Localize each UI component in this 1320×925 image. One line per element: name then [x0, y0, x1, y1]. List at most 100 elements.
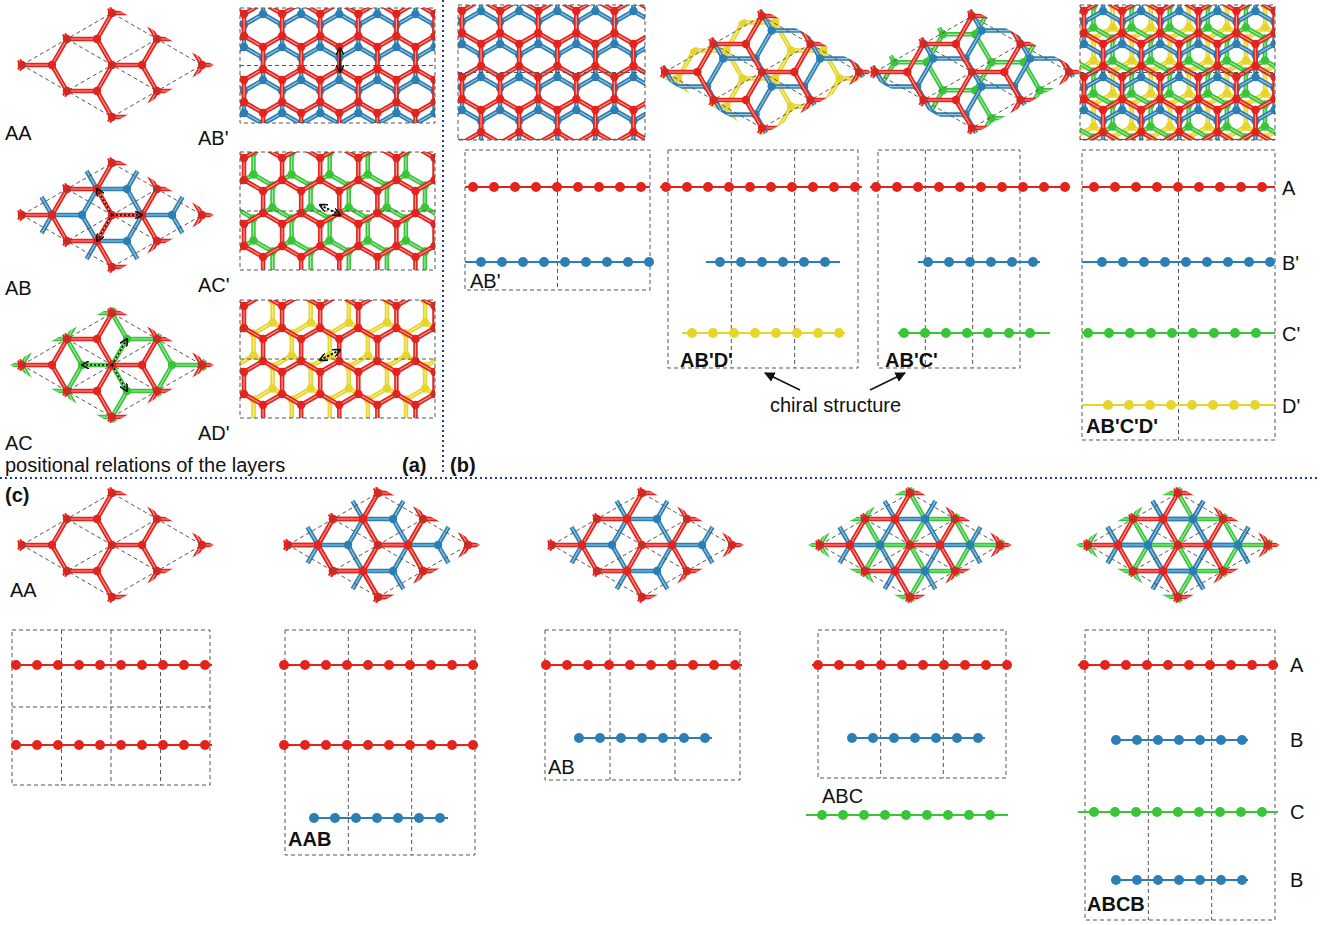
- atom: [430, 302, 435, 310]
- atom: [364, 170, 372, 178]
- bond-highlight: [97, 117, 112, 143]
- atom: [18, 263, 26, 271]
- atom: [108, 159, 116, 167]
- bond-highlight: [7, 339, 22, 365]
- bond-highlight: [52, 417, 67, 443]
- top-view: [0, 261, 247, 469]
- bond-highlight: [0, 215, 7, 241]
- atom: [183, 87, 191, 95]
- atom: [138, 113, 146, 121]
- bond-highlight: [172, 163, 187, 189]
- bond: [187, 91, 202, 117]
- bond-highlight: [67, 90, 97, 91]
- bond-highlight: [82, 364, 112, 365]
- bond-highlight: [82, 293, 97, 319]
- bond: [82, 267, 97, 293]
- atom: [373, 76, 381, 84]
- bond: [7, 39, 22, 65]
- bond-highlight: [52, 13, 67, 39]
- bond: [97, 137, 112, 163]
- atom: [287, 170, 295, 178]
- bond-highlight: [187, 313, 202, 339]
- bond: [7, 215, 22, 241]
- bond: [172, 311, 202, 316]
- bond-highlight: [127, 338, 157, 339]
- atom: [316, 109, 324, 117]
- bond-highlight: [157, 442, 187, 443]
- atom: [123, 289, 131, 297]
- atom: [3, 387, 11, 395]
- atom: [3, 35, 11, 43]
- atom: [138, 159, 146, 167]
- bond: [157, 239, 187, 244]
- atom: [63, 439, 71, 447]
- atom: [93, 87, 101, 95]
- bond-highlight: [97, 240, 127, 241]
- atom: [297, 401, 305, 409]
- bond-highlight: [127, 137, 142, 163]
- atom: [316, 32, 324, 40]
- bond: [172, 267, 187, 293]
- bond: [7, 0, 22, 13]
- atom: [183, 289, 191, 297]
- atom: [259, 65, 267, 73]
- bond: [52, 111, 67, 137]
- atom: [228, 61, 236, 69]
- bond: [202, 213, 232, 218]
- atom: [78, 263, 86, 271]
- bond: [0, 415, 22, 420]
- bond-highlight: [217, 293, 232, 319]
- atom: [63, 139, 71, 147]
- bond-highlight: [142, 261, 157, 287]
- bond: [52, 13, 67, 39]
- bond: [142, 293, 157, 319]
- atom: [278, 302, 286, 310]
- bond-highlight: [37, 267, 52, 293]
- unit-cell: [22, 313, 202, 417]
- bond: [37, 111, 52, 137]
- atom: [48, 211, 56, 219]
- atom: [198, 413, 206, 421]
- atom: [138, 61, 146, 69]
- atom: [402, 236, 410, 244]
- atom: [228, 9, 236, 17]
- atom: [430, 43, 435, 51]
- bond-highlight: [127, 241, 142, 267]
- bond-highlight: [7, 65, 22, 91]
- atom: [430, 32, 435, 40]
- bond: [22, 11, 52, 16]
- atom: [402, 170, 410, 178]
- bond-highlight: [67, 390, 97, 391]
- bond-highlight: [172, 111, 187, 137]
- bond: [82, 189, 97, 215]
- bond-highlight: [0, 163, 7, 189]
- atom: [123, 283, 131, 291]
- bond: [0, 241, 7, 267]
- bond-highlight: [97, 215, 112, 241]
- atom: [3, 237, 11, 245]
- bond-highlight: [82, 312, 112, 313]
- bond: [217, 241, 232, 267]
- bond: [22, 115, 52, 120]
- unit-cell: [240, 65, 435, 66]
- atom: [430, 368, 435, 376]
- bond-highlight: [37, 215, 52, 241]
- atom: [183, 185, 191, 193]
- bond-highlight: [52, 137, 67, 163]
- atom: [278, 368, 286, 376]
- atom: [287, 351, 295, 359]
- atom: [335, 253, 343, 261]
- bond: [97, 287, 112, 313]
- bond: [7, 163, 22, 189]
- atom: [240, 302, 248, 310]
- atom: [297, 76, 305, 84]
- bond-highlight: [142, 0, 157, 13]
- atom: [183, 237, 191, 245]
- atom: [240, 220, 248, 228]
- bond: [97, 65, 112, 91]
- bond: [157, 391, 172, 417]
- bond: [37, 267, 52, 293]
- bond-highlight: [157, 38, 187, 39]
- bond: [202, 415, 232, 420]
- atom: [138, 263, 146, 271]
